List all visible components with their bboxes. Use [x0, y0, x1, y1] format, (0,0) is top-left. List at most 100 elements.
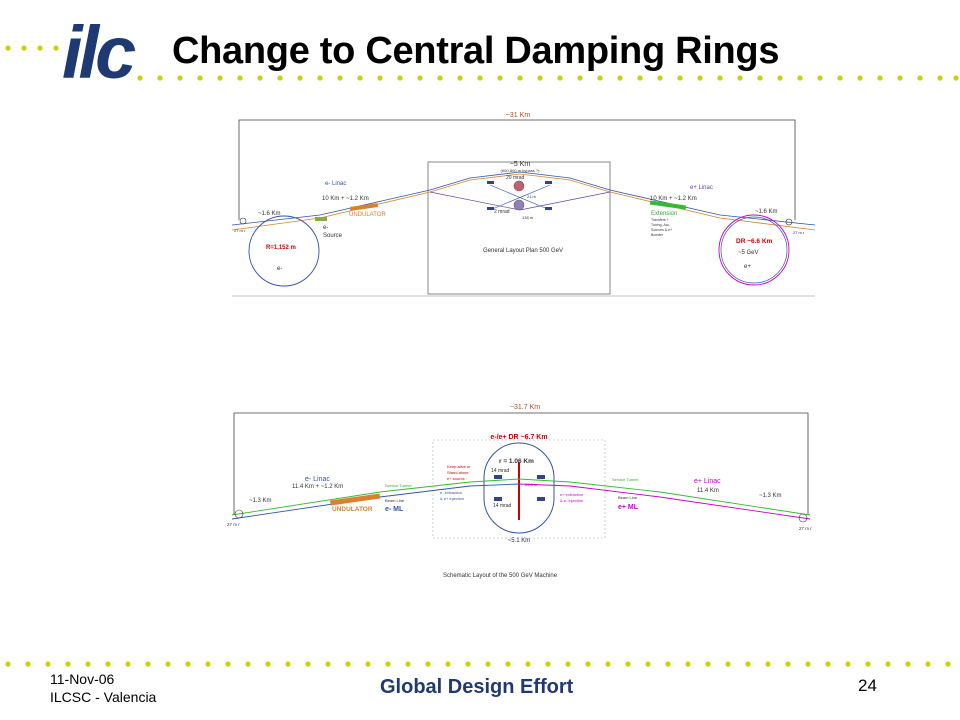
bottom-central-box	[432, 439, 606, 539]
top-magnet-4	[545, 207, 552, 210]
top-central-box	[427, 161, 611, 295]
top-right-extension: Extension	[651, 211, 677, 217]
bottom-left-end-ring	[234, 509, 244, 519]
top-layout: ~31 Km ~5 Km (600-800 m bypass ?) 20 mra…	[231, 112, 816, 297]
footer-date: 11-Nov-06	[50, 671, 115, 687]
top-source-bar	[315, 217, 327, 221]
bottom-service-tunnel	[231, 478, 811, 516]
top-left-linac: e- Linac	[325, 181, 346, 187]
bottom-extraction-left-2: & e+ injection	[440, 496, 464, 501]
top-right-ring-label: e+	[744, 264, 751, 270]
top-source-2: Source	[323, 233, 343, 239]
bottom-extraction-right-1: e+ extraction	[560, 492, 583, 497]
top-left-end-ring	[239, 217, 247, 225]
bottom-right-beamline: Beam Line	[618, 495, 638, 500]
top-right-note-4: Booster	[651, 233, 664, 237]
top-caption: General Layout Plan 500 GeV	[483, 248, 563, 254]
top-left-ring-label: e-	[277, 266, 282, 272]
top-cross-line-2	[489, 184, 551, 211]
bottom-left-short: ~1.3 Km	[249, 498, 272, 504]
top-angle-lower: 2 mrad	[494, 209, 510, 215]
bottom-keep-alive-3: e+ source	[447, 476, 465, 481]
top-magnet-2	[545, 181, 552, 184]
bottom-mrad-upper: 14 mrad	[491, 468, 510, 474]
top-angle-upper: 20 mrad	[506, 175, 525, 181]
bottom-left-undulator: UNDULATOR	[332, 506, 373, 513]
logo-text: ilc	[62, 11, 136, 86]
bottom-total-length: ~31.7 Km	[510, 404, 540, 411]
bottom-right-end: 27 m r	[799, 526, 812, 531]
bottom-right-ml: e+ ML	[618, 504, 639, 511]
top-central-length: ~5 Km	[510, 161, 531, 168]
top-total-length: ~31 Km	[506, 112, 530, 119]
top-dotted-rule	[5, 45, 959, 81]
bottom-dr-radius: r = 1.06 Km	[499, 458, 534, 465]
bottom-magnet-2	[537, 475, 545, 479]
top-left-short: ~1.6 Km	[258, 211, 281, 217]
top-beamline-orange	[231, 173, 816, 231]
top-left-undulator-bar	[349, 203, 379, 211]
bottom-dr-label: e-/e+ DR ~6.7 Km	[490, 434, 547, 441]
top-right-dr: DR ~6.6 Km	[736, 238, 773, 245]
bottom-beamline-right	[518, 483, 811, 520]
bottom-left-linac-length: 11.4 Km + ~1.2 Km	[292, 484, 343, 490]
top-right-extension-bar	[649, 200, 687, 210]
bottom-right-linac-length: 11.4 Km	[697, 488, 719, 494]
bottom-extraction-left-1: e- extraction	[440, 490, 462, 495]
bottom-magnet-4	[537, 497, 545, 501]
top-right-ring-outer	[718, 214, 790, 286]
bottom-undulator-bar	[329, 493, 381, 506]
bottom-span-bracket	[233, 412, 809, 515]
top-central-note: (600-800 m bypass ?)	[501, 168, 541, 173]
top-right-short: ~1.6 Km	[755, 209, 778, 215]
top-right-dr-energy: ~5 GeV	[738, 250, 759, 256]
bottom-left-linac: e- Linac	[305, 476, 330, 483]
bottom-layout: ~31.7 Km e-/e+ DR ~6.7 Km r = 1.06 Km 14…	[227, 404, 812, 579]
bottom-left-service: Service Tunnel	[385, 483, 412, 488]
top-right-end-ring	[785, 218, 793, 226]
top-magnet-3	[487, 207, 494, 210]
bottom-extraction-right-2: & e- injection	[560, 498, 583, 503]
bottom-left-end: 27 m r	[227, 522, 240, 527]
top-right-linac-length: 10 Km + ~1.2 Km	[650, 196, 697, 202]
ilc-logo: ilc	[62, 11, 140, 86]
footer-center-text: Global Design Effort	[380, 676, 574, 698]
page-number: 24	[858, 676, 877, 695]
top-right-end: 27 m r	[793, 230, 805, 235]
top-left-ring	[248, 215, 320, 287]
top-magnet-1	[487, 181, 494, 184]
top-right-note-1: Transfers +	[651, 218, 669, 222]
bottom-keep-alive-1: Keep-alive or	[447, 464, 471, 469]
bottom-caption: Schematic Layout of the 500 GeV Machine	[443, 573, 558, 579]
bottom-keep-alive-2: Stand-alone	[447, 470, 469, 475]
bottom-beamline-left	[231, 483, 520, 520]
bottom-dotted-rule	[5, 661, 951, 667]
bottom-central-length: ~5.1 Km	[508, 538, 531, 544]
bottom-right-service: Service Tunnel	[612, 477, 639, 482]
top-right-linac: e+ Linac	[690, 185, 713, 191]
top-right-note-3: Sources & e+	[651, 228, 672, 232]
top-left-end: 27 m r	[234, 228, 246, 233]
top-span-bracket	[238, 119, 796, 220]
bottom-left-ml: e- ML	[385, 506, 404, 513]
bottom-magnet-1	[494, 475, 502, 479]
footer-venue: ILCSC - Valencia	[50, 689, 157, 705]
top-source-1: e-	[323, 225, 328, 231]
top-left-ring-radius: R=1,152 m	[266, 245, 296, 251]
bottom-magnet-3	[494, 497, 502, 501]
bottom-right-end-ring	[798, 513, 808, 523]
footer-info: 11-Nov-06 ILCSC - Valencia	[50, 670, 156, 706]
bottom-right-linac: e+ Linac	[694, 478, 721, 485]
bottom-mrad-lower: 14 mrad	[493, 503, 512, 509]
top-ring-lower	[513, 199, 525, 211]
top-dim-1: 21 m	[527, 194, 537, 199]
top-left-undulator: UNDULATOR	[349, 212, 386, 218]
top-ring-upper	[513, 180, 525, 192]
top-right-ring-inner	[720, 216, 788, 284]
bottom-dr-ring	[483, 442, 555, 534]
page-title: Change to Central Damping Rings	[172, 30, 780, 72]
top-right-note-2: Tuning, Acc.	[651, 223, 670, 227]
top-left-linac-length: 10 Km + ~1.2 Km	[322, 196, 369, 202]
